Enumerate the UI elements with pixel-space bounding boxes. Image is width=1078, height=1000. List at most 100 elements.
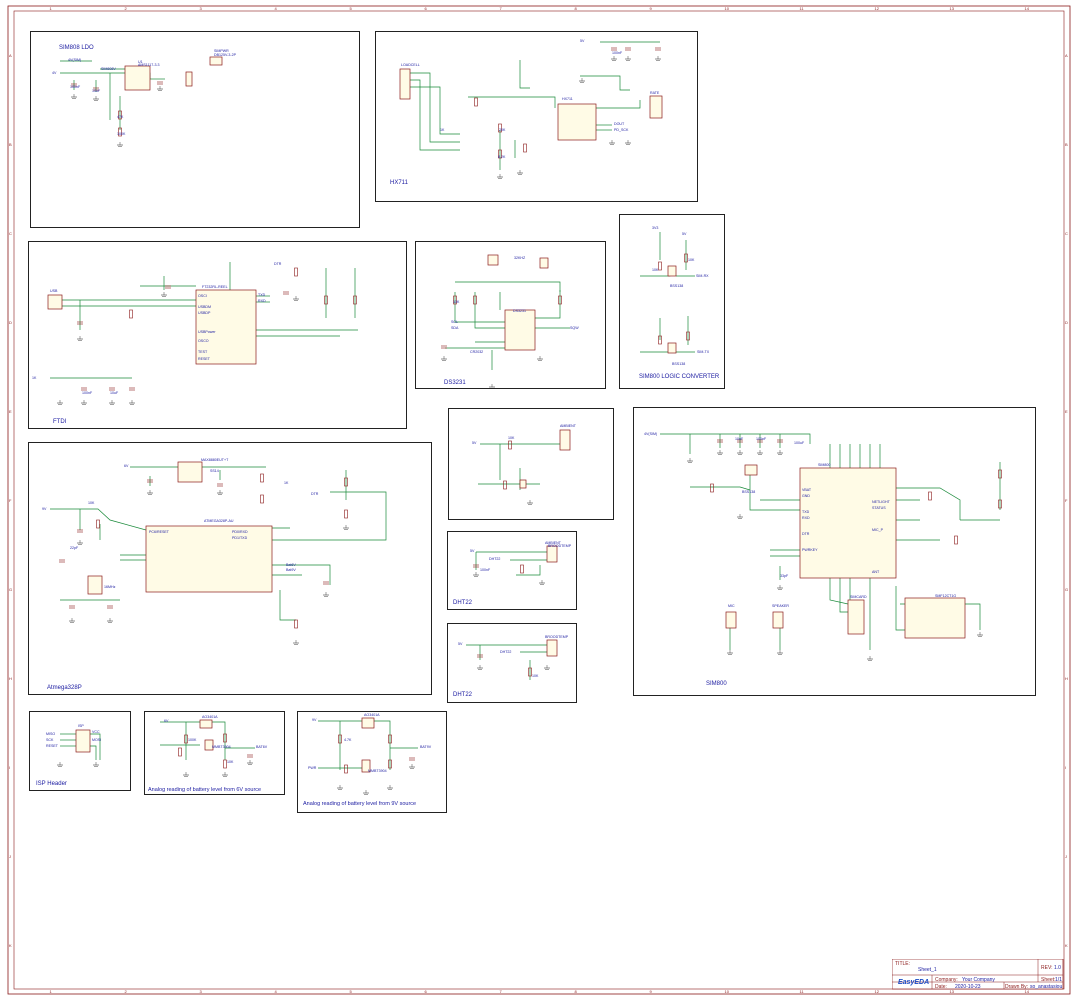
col-tick-4: 4 [274,989,277,994]
ic-body [519,479,527,489]
component-label: CR2032 [470,350,484,354]
label-batt-6v: Analog reading of battery level from 6V … [148,787,262,793]
component-label: 100nF [480,568,491,572]
row-tick-K: K [1065,942,1068,948]
block-dht22-c [447,623,577,703]
component-label: Bat6V [286,563,296,567]
rev-value: 1.0 [1054,965,1061,971]
component-label: SCK [46,738,54,742]
resistor [928,491,932,501]
row-tick-E: E [9,409,12,415]
row-tick-E: E [1065,409,1068,415]
component-label: PD0/RXD [232,530,248,534]
component-label: FT232RL-REEL [202,285,228,289]
col-tick-9: 9 [649,6,652,11]
date-value: 2020-10-23 [955,984,981,990]
col-tick-10: 10 [724,6,729,11]
component-label: DHT22 [500,650,512,654]
block-dht22-b [447,531,577,610]
component-label: 20K [499,128,506,132]
ic-body [47,294,63,310]
component-label: DTR [802,532,810,536]
row-tick-C: C [9,231,12,237]
col-tick-13: 13 [949,6,954,11]
component-label: GND [802,494,810,498]
component-label: SIM800 [818,463,831,467]
block-isp [29,711,131,791]
row-tick-D: D [9,320,12,326]
row-tick-H: H [1065,675,1068,681]
component-label: SMF12CT1G [935,594,957,598]
sheet-title: Sheet_1 [918,967,937,973]
col-tick-9: 9 [649,989,652,994]
col-tick-2: 2 [124,989,127,994]
component-label: 1K [440,128,445,132]
parts-layer [47,47,1002,795]
ic-body [904,597,966,639]
block-hx711 [375,31,698,202]
block-sim800 [633,407,1036,696]
component-label: 10K [532,674,539,678]
component-label: BROODTEMP [545,635,569,639]
component-label: 1K [32,376,37,380]
wire [596,100,641,109]
ic-body [204,739,214,751]
component-label: 100nF [612,51,623,55]
component-label: BSS138 [742,490,756,494]
col-tick-7: 7 [499,6,502,11]
component-label: MMBT3904 [212,745,231,749]
component-label: USBDP [198,311,211,315]
label-ds3231: DS3231 [444,380,466,386]
row-tick-B: B [1065,142,1068,148]
component-label: DB125V-3-2P [214,53,236,57]
resistor [178,747,182,757]
component-label: 1K [284,481,289,485]
component-label: Bat9V [286,568,296,572]
col-tick-14: 14 [1024,989,1029,994]
component-label: SIMPWR [214,49,229,53]
component-label: 5V [472,441,477,445]
component-label: OSCI [198,294,207,298]
ic-body [847,599,865,635]
component-label: NETLIGHT [872,500,890,504]
resistor [658,335,662,345]
row-tick-I: I [1065,764,1067,770]
col-tick-5: 5 [349,989,352,994]
ic-body [87,575,103,595]
component-label: 10uF [110,391,119,395]
wire [839,578,848,613]
resistor [338,734,342,744]
sheet-value: 1/1 [1055,977,1062,983]
component-label: SIM808V [101,67,116,71]
component-label: SDA [451,326,459,330]
component-label: 10K [688,258,695,262]
row-tick-G: G [1065,586,1069,592]
component-label: 4V(SIM) [68,58,82,62]
ic-body [199,719,213,729]
component-label: HX711 [562,97,573,101]
wire [374,720,391,770]
col-tick-1: 1 [49,989,52,994]
wire [829,578,849,605]
component-label: 5V [470,549,475,553]
component-label: AMBIENT [560,424,576,428]
wire [272,564,331,585]
component-label: BROODTEMP [548,544,572,548]
component-label: 4.7K [344,738,352,742]
block-atmega [28,442,432,695]
component-label: PD_SCK [614,128,629,132]
component-label: 100K [117,132,126,136]
component-label: MOSI [92,738,102,742]
resistor [294,267,298,277]
component-label: RESET [46,744,58,748]
component-label: RESET [198,357,210,361]
drawn-value: so_anastasiou [1030,984,1063,990]
component-label: BSS138 [672,362,686,366]
title-block [892,959,1064,990]
resistor [96,519,100,529]
component-label: 100uF [794,441,805,445]
col-tick-10: 10 [724,989,729,994]
component-label: ANT [872,570,880,574]
label-dht22-b: DHT22 [453,692,473,698]
resistor [184,734,188,744]
